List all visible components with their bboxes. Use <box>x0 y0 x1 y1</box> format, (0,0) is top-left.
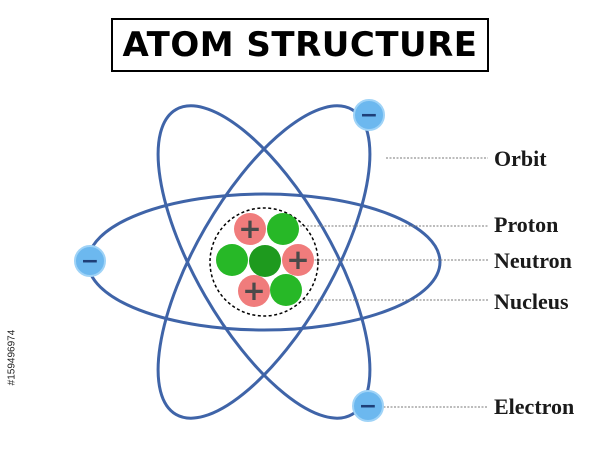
electron-minus-icon: − <box>360 103 378 128</box>
label-electron: Electron <box>494 394 575 419</box>
orbit-diagonal-left <box>156 104 372 420</box>
proton <box>282 244 314 276</box>
label-neutron: Neutron <box>494 248 572 273</box>
label-orbit: Orbit <box>494 146 547 171</box>
neutron <box>270 274 302 306</box>
electron-minus-icon: − <box>81 249 99 274</box>
nucleus: + + + <box>216 212 314 307</box>
proton-plus-icon: + <box>286 243 309 276</box>
neutron <box>267 213 299 245</box>
nucleus-boundary <box>209 207 319 317</box>
proton <box>234 213 266 245</box>
orbit-diagonal-right <box>156 104 372 420</box>
label-proton: Proton <box>494 212 559 237</box>
leader-lines <box>286 157 488 408</box>
electron-left: − <box>74 245 106 277</box>
label-nucleus: Nucleus <box>494 289 569 314</box>
electron-top: − <box>353 99 385 131</box>
electrons: − − − <box>74 99 385 422</box>
electron-bottom: − <box>352 390 384 422</box>
diagram-title: ATOM STRUCTURE <box>111 18 489 72</box>
proton-plus-icon: + <box>242 274 265 307</box>
neutron <box>249 245 281 277</box>
proton <box>238 275 270 307</box>
electron-minus-icon: − <box>359 394 377 419</box>
proton-plus-icon: + <box>238 212 261 245</box>
orbits <box>86 104 442 420</box>
stock-id: #159496974 <box>6 329 18 386</box>
neutron <box>216 244 248 276</box>
